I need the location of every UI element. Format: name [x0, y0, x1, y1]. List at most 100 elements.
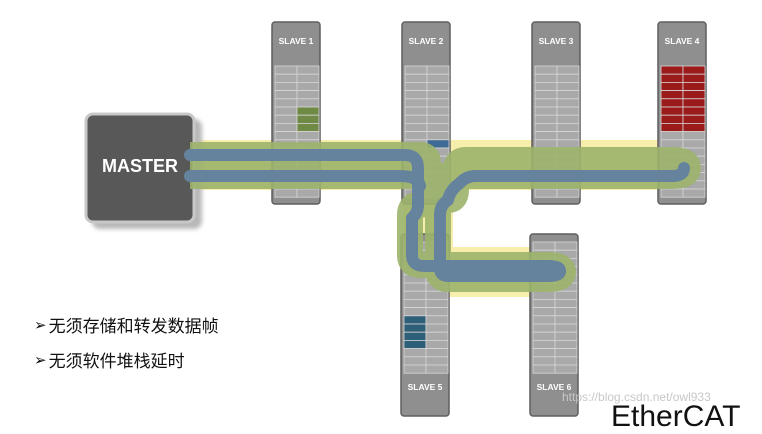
memory-cell: [425, 348, 449, 358]
memory-cell: [532, 348, 556, 358]
memory-cell: [404, 90, 428, 100]
memory-cell: [532, 298, 556, 308]
memory-cell: [425, 290, 449, 300]
memory-cell: [404, 123, 428, 133]
memory-cell: [426, 131, 450, 141]
memory-cell: [532, 339, 556, 349]
memory-cell: [534, 82, 558, 92]
memory-cell: [403, 323, 427, 333]
slave-4-label: SLAVE 4: [665, 36, 700, 46]
memory-cell: [554, 356, 578, 366]
memory-cell: [554, 241, 578, 251]
memory-cell: [426, 123, 450, 133]
memory-cell: [534, 65, 558, 75]
memory-cell: [274, 73, 298, 83]
memory-cell: [274, 131, 298, 141]
memory-cell: [404, 106, 428, 116]
memory-cell: [660, 139, 684, 149]
memory-cell: [296, 106, 320, 116]
memory-cell: [425, 356, 449, 366]
memory-cell: [426, 106, 450, 116]
memory-cell: [403, 339, 427, 349]
memory-cell: [404, 73, 428, 83]
memory-cell: [404, 114, 428, 124]
data-track: [184, 142, 701, 292]
memory-cell: [556, 131, 580, 141]
memory-cell: [682, 106, 706, 116]
memory-cell: [403, 298, 427, 308]
memory-cell: [534, 114, 558, 124]
memory-cell: [532, 364, 556, 374]
memory-cell: [274, 123, 298, 133]
memory-cell: [682, 123, 706, 133]
memory-cell: [296, 123, 320, 133]
memory-cell: [425, 331, 449, 341]
bullet-1-text: 无须存储和转发数据帧: [48, 317, 219, 337]
memory-cell: [554, 331, 578, 341]
memory-cell: [556, 106, 580, 116]
memory-cell: [556, 123, 580, 133]
memory-cell: [425, 315, 449, 325]
memory-cell: [274, 98, 298, 108]
memory-cell: [296, 188, 320, 198]
memory-cell: [556, 188, 580, 198]
memory-cell: [532, 331, 556, 341]
memory-cell: [404, 98, 428, 108]
memory-cell: [660, 82, 684, 92]
logo-text: EtherCAT: [611, 400, 741, 433]
memory-cell: [556, 82, 580, 92]
memory-cell: [534, 188, 558, 198]
memory-cell: [532, 290, 556, 300]
memory-cell: [403, 315, 427, 325]
memory-cell: [425, 307, 449, 317]
memory-cell: [403, 348, 427, 358]
memory-cell: [660, 123, 684, 133]
memory-cell: [296, 131, 320, 141]
memory-cell: [403, 356, 427, 366]
memory-cell: [426, 98, 450, 108]
memory-cell: [274, 114, 298, 124]
memory-cell: [682, 98, 706, 108]
bullet-2: ➢ 无须软件堆栈延时: [34, 347, 185, 373]
memory-cell: [682, 131, 706, 141]
memory-cell: [426, 82, 450, 92]
memory-cell: [556, 90, 580, 100]
memory-cell: [296, 114, 320, 124]
memory-cell: [660, 65, 684, 75]
memory-cell: [403, 307, 427, 317]
memory-cell: [296, 98, 320, 108]
memory-cell: [660, 73, 684, 83]
memory-cell: [682, 90, 706, 100]
memory-cell: [532, 307, 556, 317]
slave-3-label: SLAVE 3: [539, 36, 574, 46]
memory-cell: [556, 139, 580, 149]
memory-cell: [556, 65, 580, 75]
slave-5-label: SLAVE 5: [408, 382, 443, 392]
memory-cell: [532, 356, 556, 366]
memory-cell: [426, 65, 450, 75]
memory-cell: [426, 114, 450, 124]
memory-cell: [554, 315, 578, 325]
memory-cell: [534, 123, 558, 133]
memory-cell: [274, 90, 298, 100]
memory-cell: [534, 73, 558, 83]
memory-cell: [534, 131, 558, 141]
memory-cell: [532, 241, 556, 251]
memory-cell: [534, 90, 558, 100]
memory-cell: [425, 364, 449, 374]
memory-cell: [554, 348, 578, 358]
memory-cell: [660, 98, 684, 108]
memory-cell: [660, 188, 684, 198]
memory-cell: [274, 106, 298, 116]
slave-2-label: SLAVE 2: [409, 36, 444, 46]
arrow-bullet-icon: ➢: [34, 315, 47, 334]
memory-cell: [534, 98, 558, 108]
memory-cell: [556, 98, 580, 108]
memory-cell: [404, 131, 428, 141]
memory-cell: [403, 282, 427, 292]
memory-cell: [403, 331, 427, 341]
slave-6-label: SLAVE 6: [537, 382, 572, 392]
watermark: https://blog.csdn.net/owl933: [562, 390, 711, 404]
memory-cell: [660, 90, 684, 100]
